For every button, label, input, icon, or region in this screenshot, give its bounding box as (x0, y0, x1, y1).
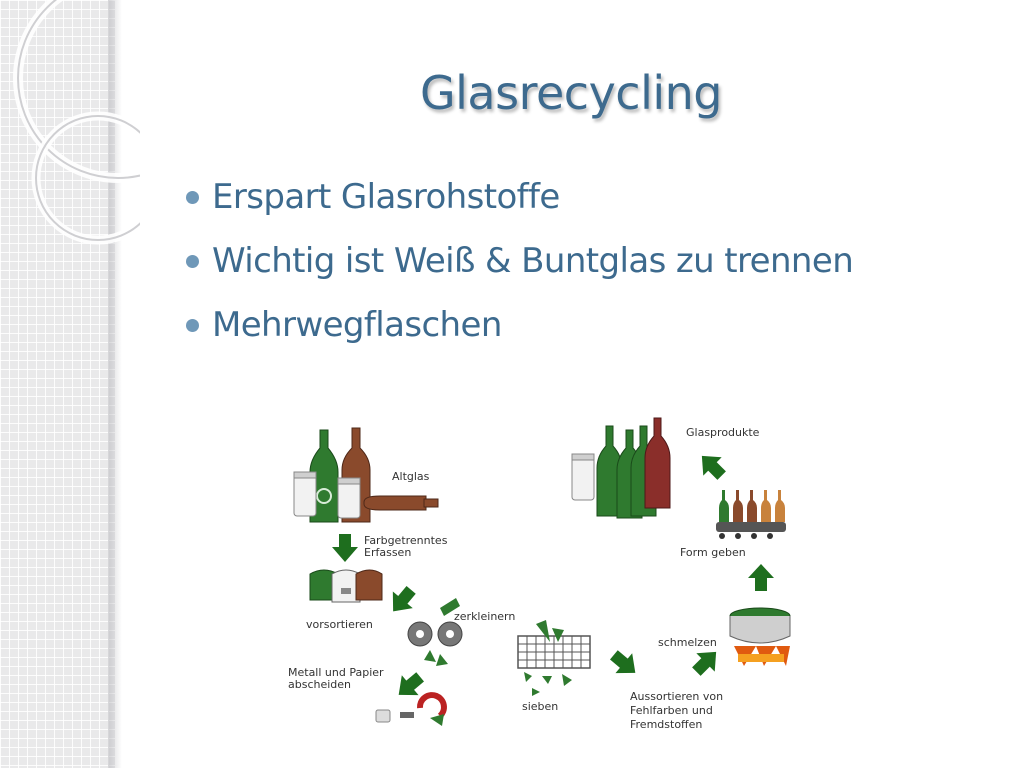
bullet-item: Erspart Glasrohstoffe (186, 175, 853, 239)
label-metall-line1: Metall und Papier (288, 666, 384, 679)
decorative-circles (13, 0, 140, 245)
bullet-text: Wichtig ist Weiß & Buntglas zu trennen (212, 241, 854, 281)
arrow-diagonal-icon (392, 586, 416, 612)
label-glasprodukte: Glasprodukte (686, 426, 760, 439)
label-form-geben: Form geben (680, 546, 746, 559)
bottle-icon (363, 495, 439, 511)
recycling-process-diagram: Altglas Farbgetrenntes Erfassen vorsorti… (280, 410, 800, 740)
slide-title: Glasrecycling (420, 66, 723, 120)
label-aussortieren-line1: Aussortieren von (630, 690, 724, 703)
arrow-down-icon (332, 534, 358, 562)
arrow-diagonal-icon (398, 672, 424, 696)
glass-products-icon (571, 417, 671, 519)
arrow-diagonal-icon (701, 455, 726, 480)
label-aussortieren-line2: Fehlfarben und (630, 704, 713, 717)
label-farbgetrennt-line2: Erfassen (364, 546, 412, 559)
label-schmelzen: schmelzen (658, 636, 717, 649)
label-vorsortieren: vorsortieren (306, 618, 373, 631)
bullet-text: Erspart Glasrohstoffe (212, 177, 560, 217)
bullet-dot-icon (186, 255, 199, 268)
label-zerkleinern: zerkleinern (454, 610, 516, 623)
sieve-grid-icon (517, 620, 591, 696)
arrow-up-icon (748, 564, 774, 591)
arrow-diagonal-icon (692, 651, 717, 676)
bullet-dot-icon (186, 319, 199, 332)
container-bins-icon (309, 569, 383, 603)
bullet-list: Erspart Glasrohstoffe Wichtig ist Weiß &… (186, 175, 854, 367)
label-farbgetrennt-line1: Farbgetrenntes (364, 534, 448, 547)
melting-pot-icon (729, 607, 791, 666)
magnet-icon (375, 692, 447, 726)
bullet-text: Mehrwegflaschen (212, 305, 502, 345)
bullet-dot-icon (186, 191, 199, 204)
bottle-icon (309, 429, 339, 523)
label-sieben: sieben (522, 700, 559, 713)
jar-icon (293, 471, 361, 519)
label-metall-line2: abscheiden (288, 678, 352, 691)
gear-icon (407, 598, 463, 666)
label-aussortieren-line3: Fremdstoffen (630, 718, 703, 731)
bullet-item: Mehrwegflaschen (186, 303, 853, 367)
background-band-shadow (108, 0, 122, 768)
arrow-diagonal-icon (610, 650, 636, 674)
diagram-graphics (293, 417, 791, 726)
bottling-line-icon (716, 490, 786, 539)
label-altglas: Altglas (392, 470, 430, 483)
bullet-item: Wichtig ist Weiß & Buntglas zu trennen (186, 239, 854, 303)
